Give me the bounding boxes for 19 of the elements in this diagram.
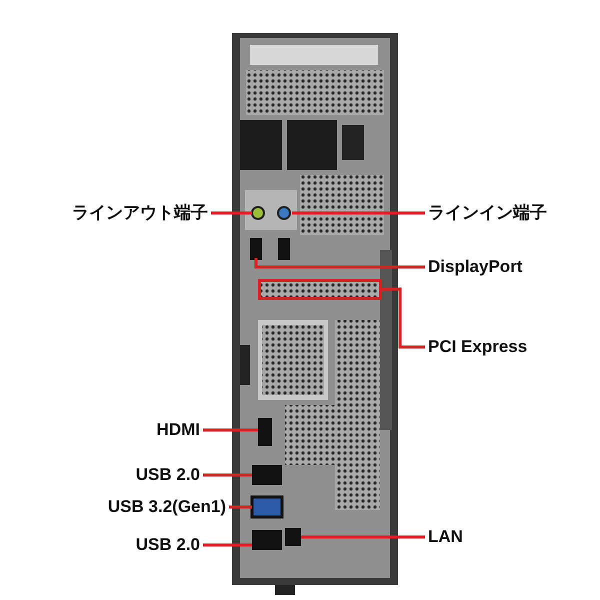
leader-line	[254, 258, 425, 268]
leader-line	[203, 428, 258, 432]
callout-label: USB 2.0	[136, 535, 200, 555]
callout-label: LAN	[428, 527, 463, 547]
callout-label: ラインアウト端子	[72, 203, 208, 223]
leader-line	[229, 506, 252, 508]
callout-label: DisplayPort	[428, 257, 522, 277]
callout-label: USB 3.2(Gen1)	[108, 497, 226, 517]
highlight-frame	[258, 279, 382, 300]
leader-line	[292, 212, 425, 214]
callout-label: USB 2.0	[136, 465, 200, 485]
leader-line	[211, 212, 252, 214]
callout-label: ラインイン端子	[428, 203, 547, 223]
callout-label: HDMI	[156, 420, 200, 440]
leader-line	[203, 544, 252, 546]
callout-label: PCI Express	[428, 337, 528, 357]
leader-line	[203, 474, 252, 476]
leader-line	[382, 287, 425, 348]
leader-line	[301, 536, 425, 538]
